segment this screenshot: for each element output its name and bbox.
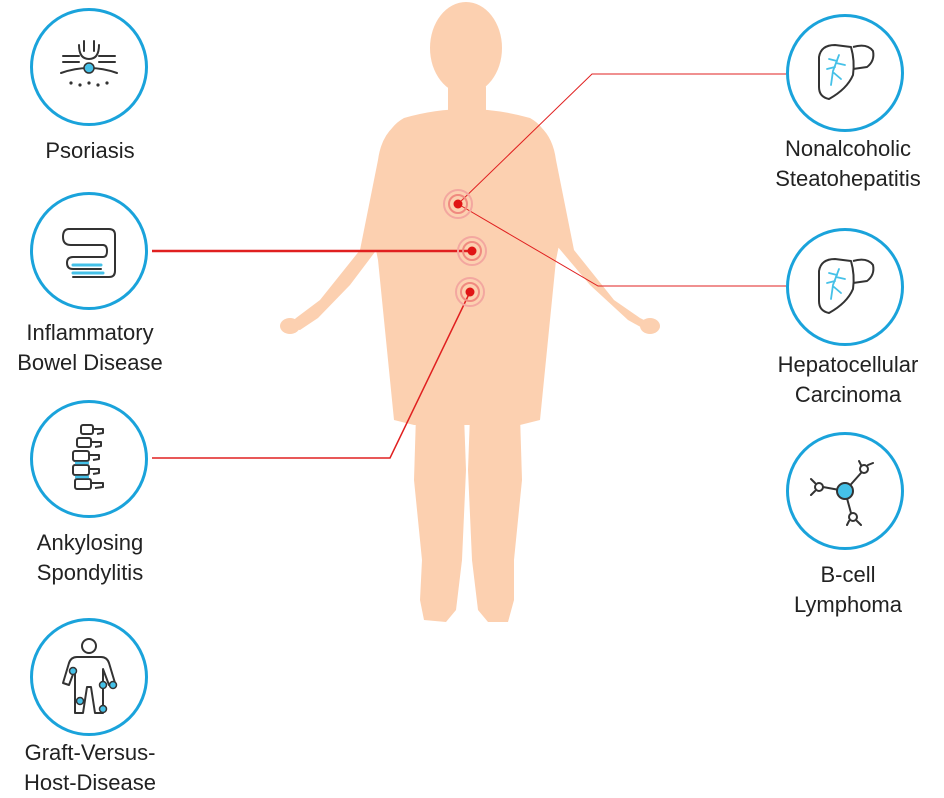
gvhd-label: Graft-Versus- Host-Disease — [23, 740, 157, 795]
hcc-label: Hepatocellular Carcinoma — [777, 352, 919, 407]
psoriasis-icon-circle — [30, 8, 148, 126]
human-body-silhouette — [280, 2, 660, 622]
ibd-icon-circle — [30, 192, 148, 310]
cell-icon — [810, 460, 874, 526]
gvhd-icon-circle — [30, 618, 148, 736]
bcl-icon-circle — [786, 432, 904, 550]
target-marker-upper — [443, 189, 473, 219]
connector-lines — [152, 73, 786, 459]
body-joints-icon — [62, 638, 118, 714]
as-icon-circle — [30, 400, 148, 518]
connector-hcc — [457, 203, 786, 287]
nash-icon-circle — [786, 14, 904, 132]
skin-follicle-icon — [60, 40, 118, 87]
intestine-icon — [62, 228, 116, 278]
target-marker-middle — [457, 236, 487, 266]
hcc-icon-circle — [786, 228, 904, 346]
target-marker-lower — [455, 277, 485, 307]
liver-icon — [818, 44, 875, 100]
connector-nash — [457, 73, 786, 205]
liver-icon — [818, 258, 875, 314]
ibd-label: Inflammatory Bowel Disease — [17, 320, 163, 375]
as-label: Ankylosing Spondylitis — [36, 530, 144, 585]
connector-as — [152, 291, 471, 459]
psoriasis-label: Psoriasis — [45, 138, 135, 163]
nash-label: Nonalcoholic Steatohepatitis — [775, 136, 921, 191]
bcl-label: B-cell Lymphoma — [793, 562, 902, 617]
spine-icon — [72, 424, 104, 490]
